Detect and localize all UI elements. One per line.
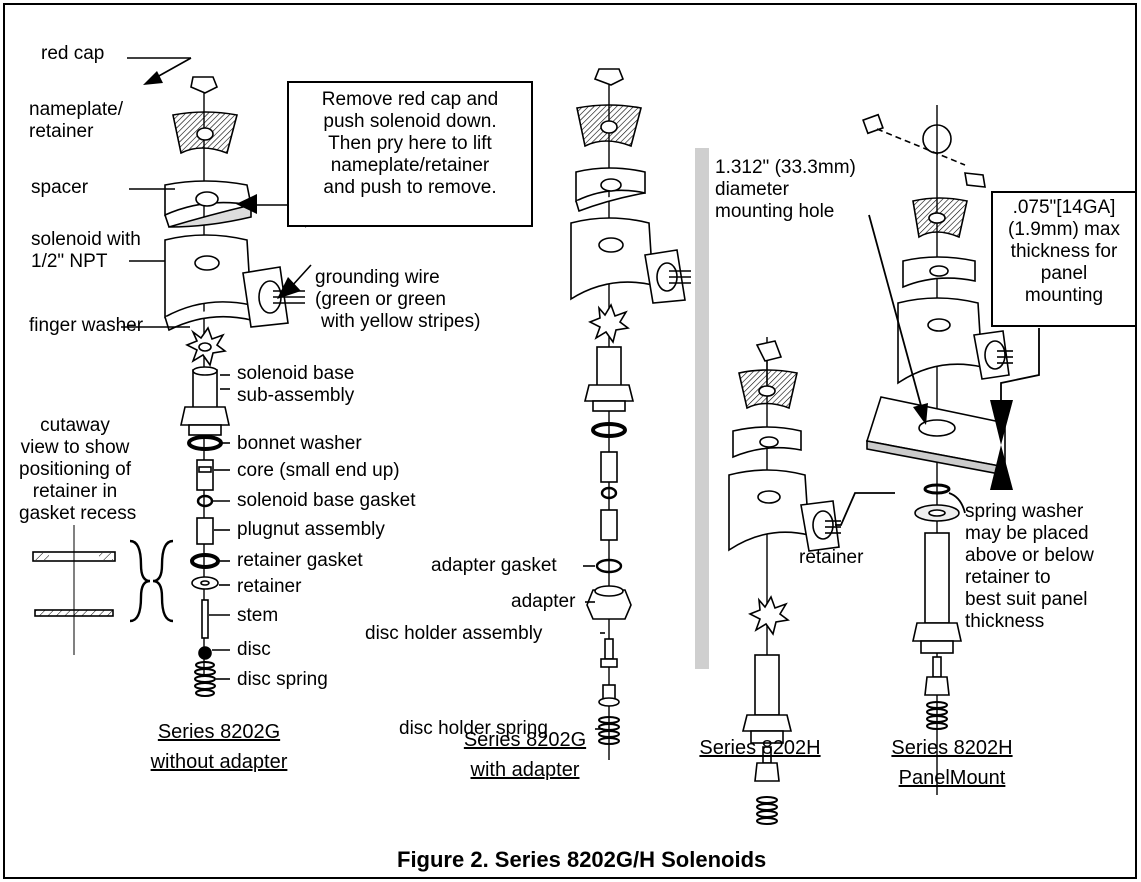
label-solenoid-line1: solenoid with [31,229,141,250]
label-spring-washer: spring washer may be placed above or bel… [965,501,1094,633]
red-cap-part [190,76,219,94]
label-disc-holder-assembly: disc holder assembly [365,623,543,644]
label-solenoid: solenoid with 1/2" NPT [31,229,141,273]
label-stem: stem [237,605,279,626]
figure-frame: red cap nameplate/ retainer spacer solen… [3,3,1137,879]
label-nameplate-line1: nameplate/ [29,99,124,120]
label-adapter: adapter [511,591,576,612]
label-nameplate: nameplate/ retainer [29,99,123,143]
label-retainer-gasket: retainer gasket [237,550,363,571]
label-solenoid-line2: 1/2" NPT [31,251,108,272]
label-disc-holder-spring: disc holder spring [399,718,548,739]
label-finger-washer: finger washer [29,315,144,336]
label-plugnut: plugnut assembly [237,519,385,540]
label-retainer: retainer [237,576,302,597]
label-spring-washer-line5: best suit panel [965,589,1088,610]
label-adapter-gasket: adapter gasket [431,555,557,576]
label-mounting-hole-line1: 1.312" (33.3mm) [715,157,856,178]
label-cutaway-line5: gasket recess [19,503,137,524]
label-bonnet-washer: bonnet washer [237,433,362,454]
label-grounding-wire: grounding wire (green or green with yell… [315,267,480,333]
series-8202h-panelmount: Series 8202H PanelMount [877,733,1027,793]
label-cutaway-line1: cutaway [40,415,110,436]
label-spring-washer-line4: retainer to [965,567,1051,588]
figure-caption: Figure 2. Series 8202G/H Solenoids [397,847,767,872]
label-spring-washer-line6: thickness [965,611,1045,632]
label-cutaway: cutaway view to show positioning of reta… [19,415,137,525]
stack-8202h [728,337,841,825]
leaders-stack4 [835,214,1040,526]
label-solenoid-base: solenoid base sub-assembly [237,363,354,407]
series-8202g-with-line1: Series 8202G [463,729,587,751]
callout-box: Remove red cap and push solenoid down. T… [287,81,533,227]
label-cutaway-line4: retainer in [32,481,118,502]
thickness-line5: mounting [1024,285,1104,306]
label-mounting-hole-line2: diameter [715,179,789,200]
series-8202h-panel-line2: PanelMount [898,767,1006,789]
label-spacer: spacer [31,177,89,198]
label-base-gasket: solenoid base gasket [237,490,416,511]
label-mounting-hole: 1.312" (33.3mm) diameter mounting hole [715,157,856,223]
thickness-box: .075"[14GA] (1.9mm) max thickness for pa… [991,191,1135,327]
callout-line2: push solenoid down. [323,111,497,132]
stack-8202g-without-adapter [32,76,305,697]
label-spring-washer-line2: may be placed [965,523,1089,544]
series-8202g-without-line1: Series 8202G [157,721,281,743]
leaders-stack2 [583,565,605,730]
label-grounding-line3: with yellow stripes) [321,311,481,332]
series-8202g-with-adapter: Series 8202G with adapter [441,725,609,785]
label-nameplate-line2: retainer [29,121,94,142]
label-solenoid-base-line1: solenoid base [237,363,355,384]
series-8202g-without-line2: without adapter [150,751,288,773]
section-divider [695,148,709,669]
label-retainer-panel: retainer [799,547,864,568]
stack-8202g-with-adapter [570,68,691,760]
thickness-line4: panel [1040,263,1088,284]
series-8202h: Series 8202H [675,733,845,763]
label-grounding-line1: grounding wire [315,267,440,288]
callout-line1: Remove red cap and [321,89,499,110]
series-8202g-with-line2: with adapter [470,759,580,781]
thickness-line3: thickness for [1010,241,1118,262]
series-8202g-without-adapter: Series 8202G without adapter [119,717,319,777]
label-disc-spring: disc spring [237,669,328,690]
label-cutaway-line2: view to show [20,437,130,458]
callout-line3: Then pry here to lift [328,133,492,154]
label-grounding-line2: (green or green [315,289,446,310]
callout-line5: and push to remove. [323,177,497,198]
exploded-diagram [32,57,1040,825]
series-8202h-panel-line1: Series 8202H [891,737,1013,759]
label-disc: disc [237,639,271,660]
label-cutaway-line3: positioning of [19,459,131,480]
label-spring-washer-line1: spring washer [965,501,1084,522]
label-spring-washer-line3: above or below [965,545,1094,566]
label-red-cap: red cap [41,43,105,64]
series-8202h-line1: Series 8202H [699,737,821,759]
thickness-line1: .075"[14GA] [1012,197,1116,218]
label-core: core (small end up) [237,460,400,481]
label-mounting-hole-line3: mounting hole [715,201,835,222]
callout-line4: nameplate/retainer [330,155,490,176]
thickness-line2: (1.9mm) max [1008,219,1120,240]
stack-8202h-panelmount [862,105,1013,795]
label-solenoid-base-line2: sub-assembly [237,385,355,406]
